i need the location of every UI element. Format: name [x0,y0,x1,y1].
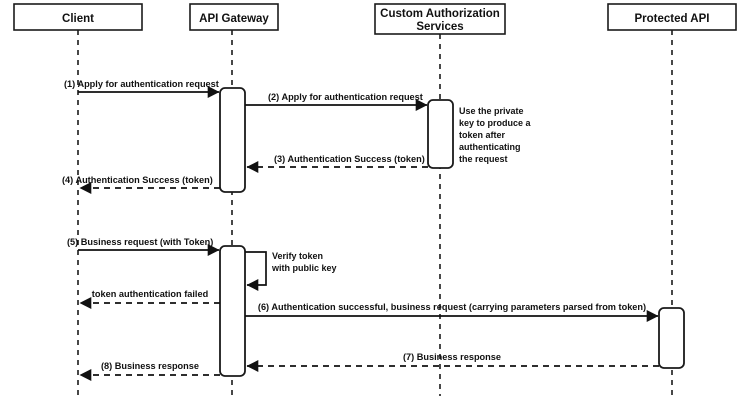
message-label-6: (6) Authentication successful, business … [258,302,646,312]
participant-custom-authorization-services[interactable]: Custom Authorization Services [374,3,506,35]
message-label-token-authentication-failed: token authentication failed [92,289,208,299]
participant-label-custom-authorization-services-line1: Custom Authorization [380,8,500,20]
message-8[interactable]: (8) Business response [79,361,220,381]
message-4[interactable]: (4) Authentication Success (token) [62,175,220,194]
message-label-1: (1) Apply for authentication request [64,79,219,89]
participant-label-custom-authorization-services-line2: Services [416,21,463,33]
participant-label-client: Client [62,13,94,25]
participant-label-protected-api: Protected API [635,13,710,25]
message-1[interactable]: (1) Apply for authentication request [64,79,220,98]
note-private-key-line1: Use the private [459,106,524,116]
message-5[interactable]: (5) Business request (with Token) [67,237,220,256]
message-label-4: (4) Authentication Success (token) [62,175,213,185]
activation-protected-api [658,307,685,369]
participant-label-api-gateway: API Gateway [199,13,269,25]
message-label-2: (2) Apply for authentication request [268,92,423,102]
note-verify-token-line2: with public key [271,263,337,273]
message-7[interactable]: (7) Business response [246,352,659,372]
participant-client[interactable]: Client [13,3,143,31]
message-label-3: (3) Authentication Success (token) [274,154,425,164]
participant-api-gateway[interactable]: API Gateway [189,3,279,31]
note-private-key-line4: authenticating [459,142,521,152]
message-token-authentication-failed[interactable]: token authentication failed [79,289,220,309]
note-private-key-line3: token after [459,130,506,140]
note-private-key: Use the private key to produce a token a… [459,106,532,164]
note-private-key-line5: the request [459,154,508,164]
message-label-7: (7) Business response [403,352,501,362]
message-label-8: (8) Business response [101,361,199,371]
message-label-5: (5) Business request (with Token) [67,237,213,247]
activation-custom-auth-service [427,99,454,169]
message-2[interactable]: (2) Apply for authentication request [245,92,428,111]
message-3[interactable]: (3) Authentication Success (token) [246,154,428,173]
note-private-key-line2: key to produce a [459,118,532,128]
activation-api-gateway-business [219,245,246,377]
self-call-verify-token[interactable]: Verify token with public key [245,251,337,291]
activation-api-gateway-auth [219,87,246,193]
participant-protected-api[interactable]: Protected API [607,3,737,31]
note-verify-token-line1: Verify token [272,251,323,261]
message-6[interactable]: (6) Authentication successful, business … [245,302,659,322]
